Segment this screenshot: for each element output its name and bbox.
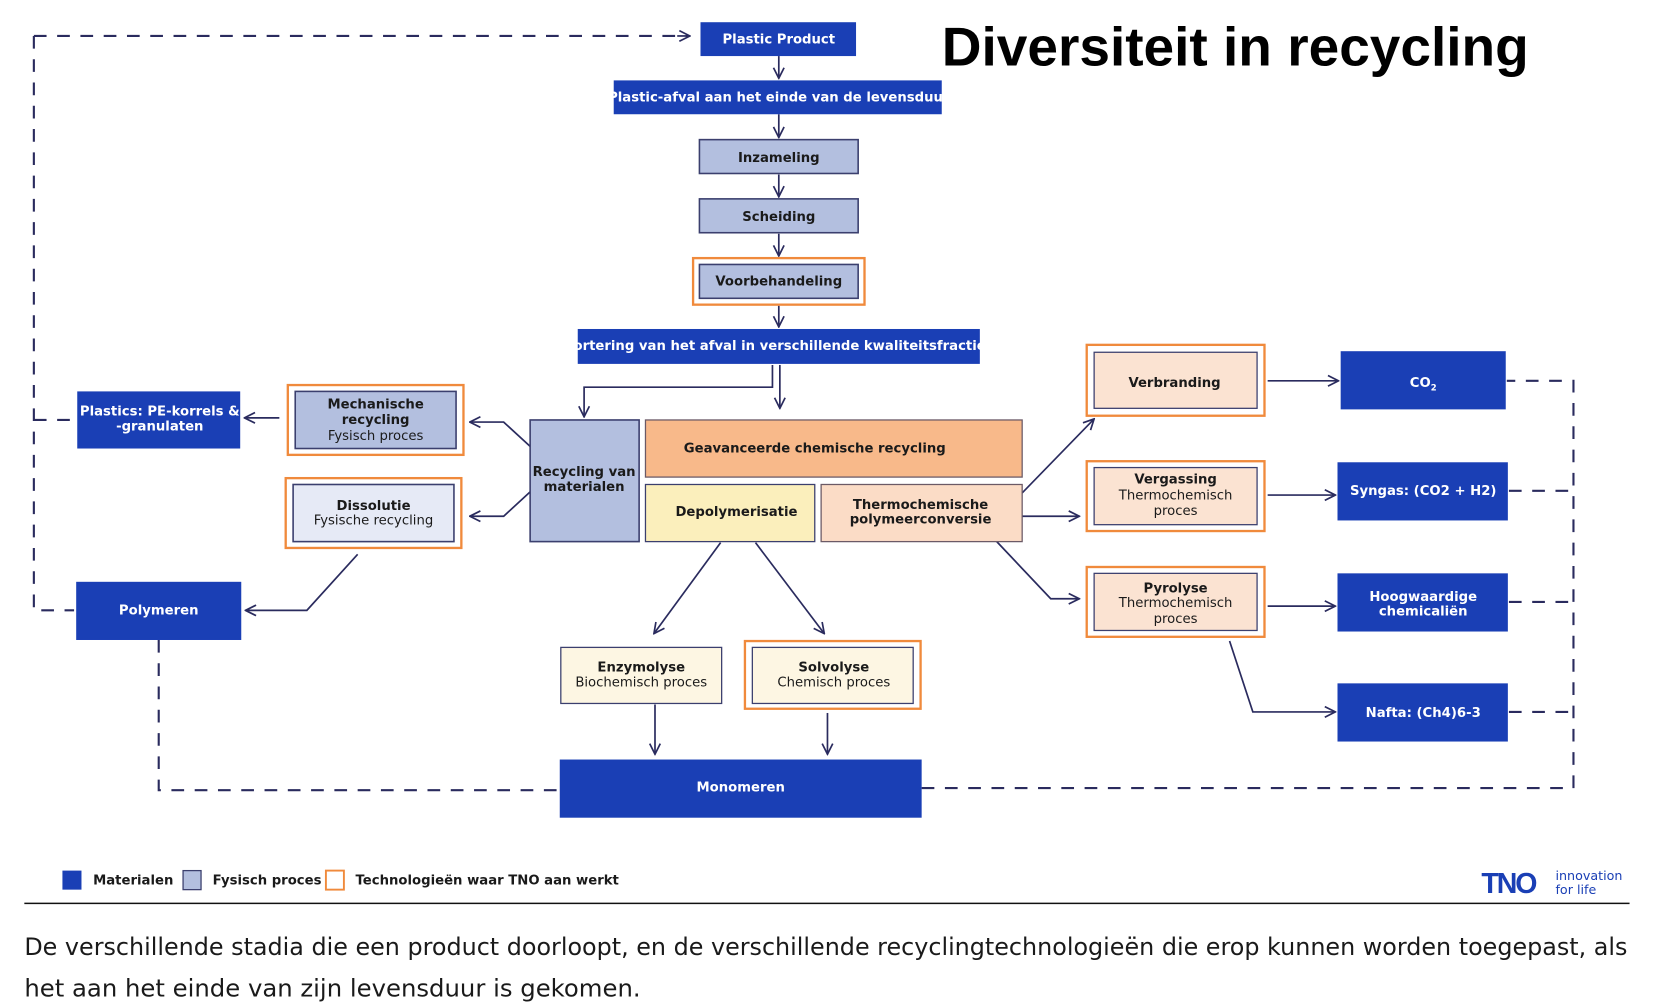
svg-text:Geavanceerde chemische recycli: Geavanceerde chemische recycling [684, 442, 946, 457]
node-enzymolyse: Enzymolyse Biochemisch proces [560, 646, 723, 705]
svg-text:Monomeren: Monomeren [697, 780, 785, 795]
svg-text:materialen: materialen [544, 480, 625, 495]
svg-text:Recycling van: Recycling van [533, 465, 636, 480]
svg-text:Thermochemische: Thermochemische [853, 498, 988, 513]
svg-text:Plastic Product: Plastic Product [722, 32, 835, 47]
edge [654, 542, 722, 634]
svg-text:Thermochemisch: Thermochemisch [1118, 596, 1233, 611]
svg-text:Dissolutie: Dissolutie [336, 499, 410, 514]
legend-swatch-fysisch [182, 869, 202, 891]
svg-text:Scheiding: Scheiding [742, 210, 815, 225]
legend-label-materialen: Materialen [93, 873, 173, 888]
edge [470, 422, 531, 448]
edge [470, 491, 531, 516]
node-geavanceerde: Geavanceerde chemische recycling [644, 419, 1023, 478]
node-verbranding: Verbranding [1085, 343, 1266, 417]
edge [245, 553, 359, 610]
node-nafta: Nafta: (Ch4)6-3 [1337, 683, 1508, 742]
feedback-loops [32, 35, 1575, 792]
svg-text:innovation: innovation [1555, 868, 1622, 883]
svg-text:CO2: CO2 [1410, 376, 1437, 392]
svg-text:Depolymerisatie: Depolymerisatie [675, 505, 797, 520]
node-pyrolyse: Pyrolyse Thermochemisch proces [1085, 565, 1266, 638]
node-plastics-pe: Plastics: PE-korrels & -granulaten [77, 391, 241, 449]
svg-text:Fysisch proces: Fysisch proces [328, 429, 424, 444]
node-recycling-materialen: Recycling van materialen [529, 419, 640, 543]
tno-logo: TNO innovation for life [1481, 868, 1622, 900]
svg-text:Fysische recycling: Fysische recycling [314, 514, 433, 529]
edge [1228, 640, 1336, 712]
node-voorbehandeling: Voorbehandeling [691, 256, 866, 306]
svg-text:Nafta: (Ch4)6-3: Nafta: (Ch4)6-3 [1366, 706, 1481, 721]
node-plastic-product: Plastic Product [700, 22, 857, 57]
svg-text:Inzameling: Inzameling [738, 151, 820, 166]
node-dissolutie: Dissolutie Fysische recycling [284, 476, 463, 550]
node-mechanische-recycling: Mechanische recycling Fysisch proces [286, 383, 465, 457]
node-plastic-afval: Plastic-afval aan het einde van de leven… [608, 80, 950, 115]
loop-polymeren-dashed [157, 639, 559, 792]
node-polymeren: Polymeren [76, 581, 242, 640]
svg-text:polymeerconversie: polymeerconversie [850, 513, 992, 528]
svg-text:Sortering van het afval in ver: Sortering van het afval in verschillende… [564, 339, 994, 354]
svg-text:recycling: recycling [342, 413, 410, 428]
svg-text:for life: for life [1555, 882, 1596, 897]
svg-text:proces: proces [1154, 612, 1198, 627]
svg-text:Pyrolyse: Pyrolyse [1144, 581, 1208, 596]
svg-text:chemicaliën: chemicaliën [1379, 605, 1468, 620]
legend-label-tno: Technologieën waar TNO aan werkt [356, 873, 620, 888]
caption: De verschillende stadia die een product … [24, 932, 1627, 1002]
page-title: Diversiteit in recycling [942, 16, 1529, 78]
node-scheiding: Scheiding [698, 198, 859, 234]
svg-text:De verschillende stadia die ee: De verschillende stadia die een product … [24, 932, 1627, 961]
svg-text:Enzymolyse: Enzymolyse [597, 661, 685, 676]
svg-text:Syngas: (CO2 + H2): Syngas: (CO2 + H2) [1350, 484, 1496, 499]
svg-text:Hoogwaardige: Hoogwaardige [1369, 590, 1477, 605]
svg-text:Mechanische: Mechanische [327, 397, 423, 412]
node-solvolyse: Solvolyse Chemisch proces [743, 639, 922, 710]
node-monomeren: Monomeren [559, 759, 922, 818]
svg-text:Solvolyse: Solvolyse [798, 661, 869, 676]
node-thermochemische: Thermochemische polymeerconversie [820, 483, 1023, 543]
node-vergassing: Vergassing Thermochemisch proces [1085, 460, 1266, 533]
svg-text:het aan het einde van zijn lev: het aan het einde van zijn levensduur is… [24, 973, 640, 1002]
svg-text:TNO: TNO [1481, 868, 1536, 900]
node-syngas: Syngas: (CO2 + H2) [1337, 462, 1508, 521]
svg-text:Plastics: PE-korrels &: Plastics: PE-korrels & [80, 405, 240, 420]
node-depolymerisatie: Depolymerisatie [644, 483, 816, 543]
edge [1021, 419, 1094, 494]
svg-text:Vergassing: Vergassing [1134, 472, 1217, 487]
node-inzameling: Inzameling [698, 138, 859, 175]
node-hoogwaardige: Hoogwaardige chemicaliën [1337, 573, 1508, 632]
svg-text:-granulaten: -granulaten [116, 420, 203, 435]
legend-swatch-materialen [62, 870, 82, 890]
edge [584, 364, 774, 417]
loop-left-dashed [32, 35, 75, 612]
svg-text:Biochemisch proces: Biochemisch proces [575, 676, 707, 691]
svg-text:Chemisch proces: Chemisch proces [777, 676, 890, 691]
svg-text:Polymeren: Polymeren [119, 604, 199, 619]
svg-text:proces: proces [1154, 504, 1198, 519]
svg-text:Thermochemisch: Thermochemisch [1118, 488, 1233, 503]
svg-text:Plastic-afval aan het einde va: Plastic-afval aan het einde van de leven… [608, 91, 950, 106]
flow-edges [244, 56, 1338, 754]
edge [754, 542, 825, 634]
legend: Materialen Fysisch proces Technologieën … [62, 869, 620, 891]
legend-swatch-tno [324, 869, 345, 891]
node-sortering: Sortering van het afval in verschillende… [564, 328, 994, 364]
svg-text:Voorbehandeling: Voorbehandeling [715, 275, 842, 290]
loop-right-dashed [921, 379, 1575, 790]
node-co2: CO2 [1340, 351, 1506, 410]
edge [996, 541, 1080, 599]
legend-label-fysisch: Fysisch proces [213, 873, 322, 888]
svg-text:Verbranding: Verbranding [1128, 376, 1220, 391]
